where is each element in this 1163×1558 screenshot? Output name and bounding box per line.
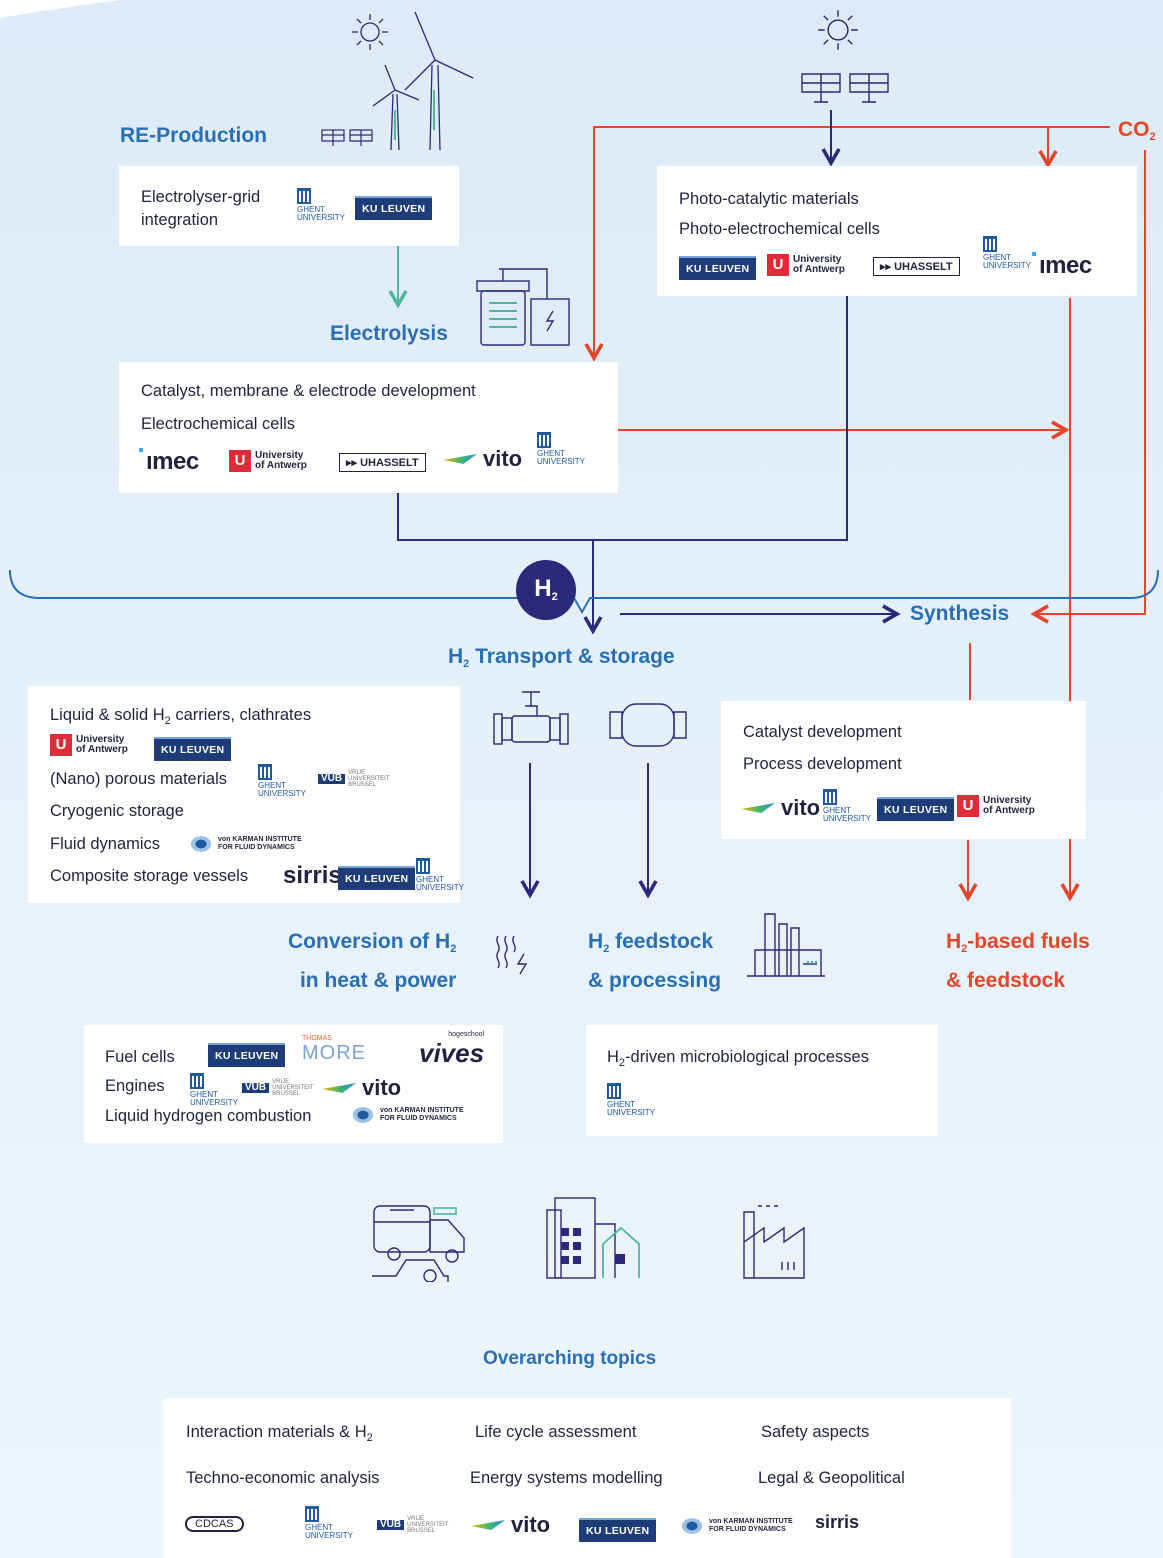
overarching-title: Overarching topics bbox=[483, 1348, 657, 1369]
ku-leuven-logo: KU LEUVEN bbox=[208, 1043, 286, 1067]
box-overarching-topics: Interaction materials & H2 Life cycle as… bbox=[163, 1398, 1011, 1558]
buildings-icon bbox=[546, 1197, 640, 1279]
re-production-title: RE-Production bbox=[120, 124, 267, 147]
ku-leuven-logo: KU LEUVEN bbox=[355, 196, 433, 220]
refinery-icon bbox=[747, 913, 825, 977]
conversion-heat-power-title: Conversion of H2 in heat & power bbox=[288, 930, 457, 992]
box-h2-storage: Liquid & solid H2 carriers, clathrates U… bbox=[28, 686, 464, 903]
ku-leuven-logo: KU LEUVEN bbox=[338, 866, 416, 890]
h2-badge: H2 bbox=[516, 560, 576, 620]
co2-label: CO2 bbox=[1118, 118, 1156, 143]
ku-leuven-logo: KU LEUVEN bbox=[579, 1518, 657, 1542]
electrolysis-title: Electrolysis bbox=[330, 322, 448, 345]
uhasselt-logo: ▸▸ UHASSELT bbox=[873, 257, 960, 276]
sun-icon bbox=[818, 10, 858, 50]
imec-logo: ımec bbox=[1032, 252, 1092, 280]
feedstock-processing-title: H2 feedstock & processing bbox=[588, 930, 722, 992]
valve-icon bbox=[493, 691, 569, 745]
storage-tank-icon bbox=[609, 703, 687, 747]
synthesis-title: Synthesis bbox=[910, 602, 1010, 625]
transport-storage-title: H2 Transport & storage bbox=[448, 645, 675, 670]
corner-swoosh bbox=[0, 0, 120, 18]
sirris-logo: sirris bbox=[283, 862, 342, 889]
box-process-development: Catalyst development Process development… bbox=[721, 701, 1086, 839]
h2-based-fuels-title: H2-based fuels & feedstock bbox=[946, 930, 1090, 992]
factory-icon bbox=[743, 1205, 805, 1279]
ku-leuven-logo: KU LEUVEN bbox=[877, 797, 955, 821]
ku-leuven-logo: KU LEUVEN bbox=[679, 256, 757, 280]
vito-logo: vito bbox=[741, 795, 820, 821]
sun-icon bbox=[352, 14, 388, 50]
electrolyser-icon bbox=[476, 268, 570, 346]
heat-power-icon bbox=[496, 935, 528, 975]
uhasselt-logo: ▸▸ UHASSELT bbox=[339, 453, 426, 472]
box-photo-catalytic: Photo-catalytic materials Photo-electroc… bbox=[657, 166, 1137, 296]
solar-panels-small-icon bbox=[321, 129, 373, 146]
sirris-logo: sirris bbox=[815, 1512, 860, 1532]
vito-logo: vito bbox=[322, 1075, 401, 1101]
vito-logo: vito bbox=[443, 446, 522, 472]
ku-leuven-logo: KU LEUVEN bbox=[154, 737, 232, 761]
cdcas-logo: CDCAS bbox=[185, 1516, 244, 1532]
box-catalyst-membrane: Catalyst, membrane & electrode developme… bbox=[119, 362, 618, 493]
vito-logo: vito bbox=[471, 1512, 550, 1538]
imec-logo: ımec bbox=[139, 448, 199, 476]
transport-vehicles-icon bbox=[372, 1205, 465, 1282]
box-microbiological: H2-driven microbiological processes GHEN… bbox=[586, 1025, 938, 1136]
wind-turbines-icon bbox=[372, 11, 474, 150]
solar-panels-icon bbox=[801, 73, 889, 103]
